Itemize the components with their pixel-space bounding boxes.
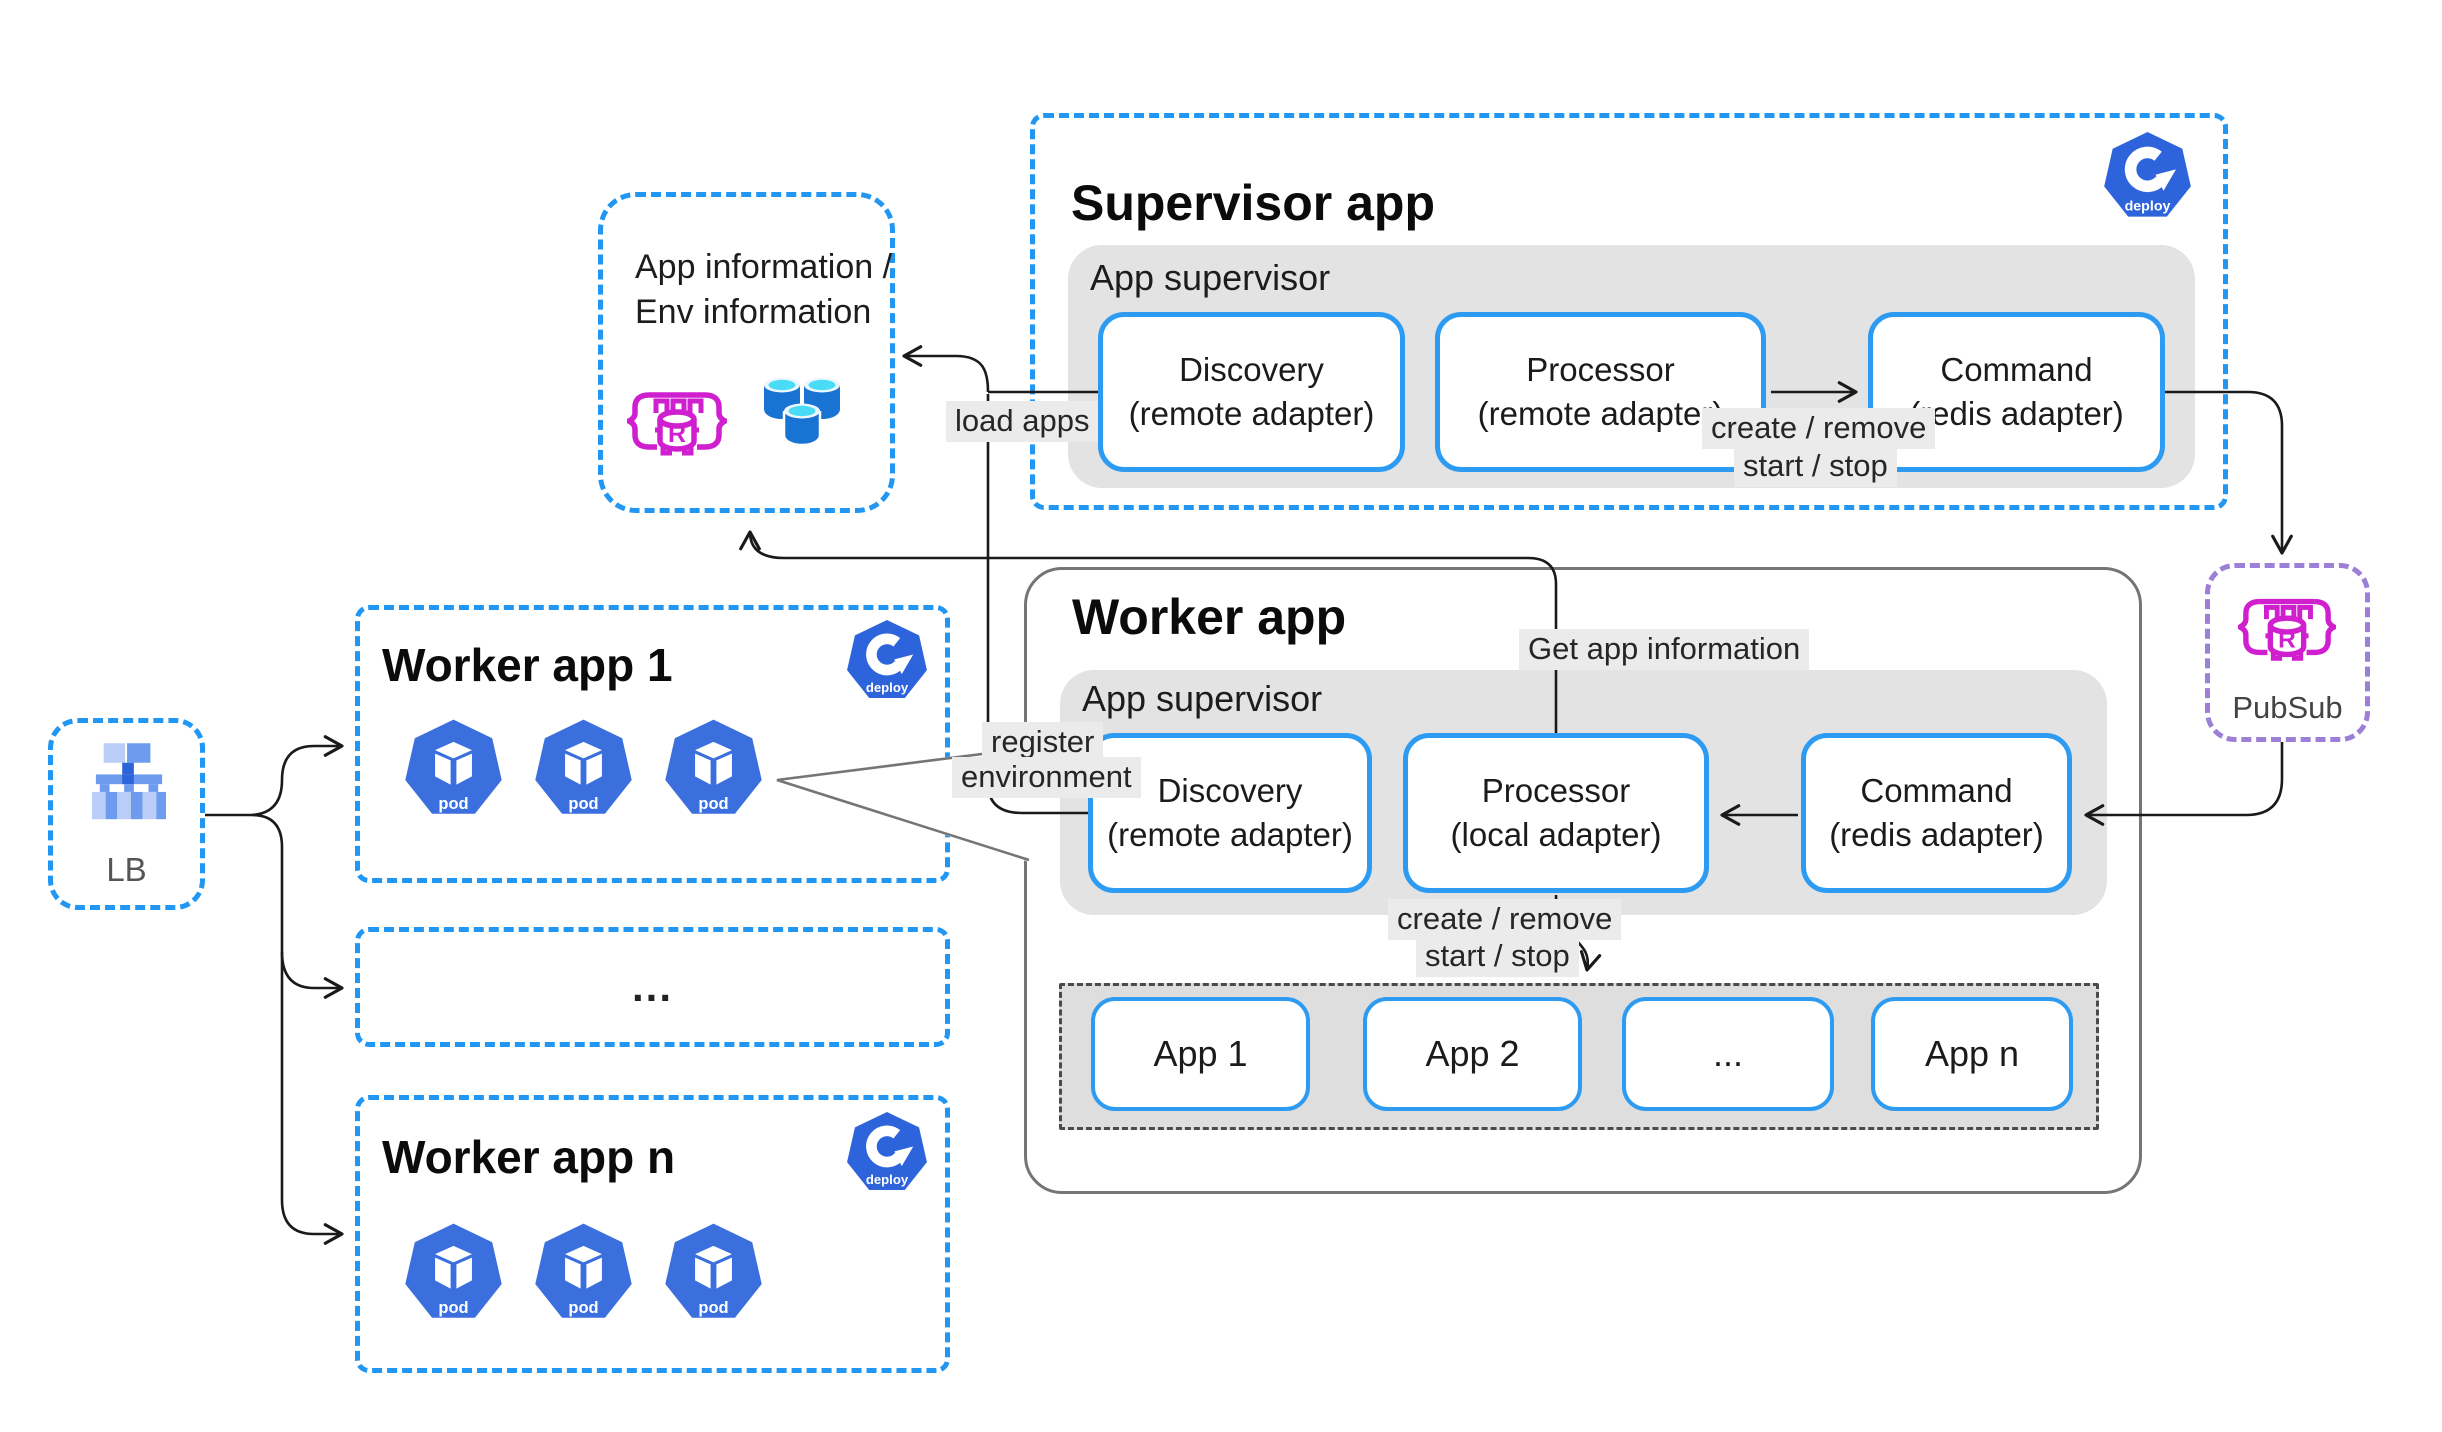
label-load-apps: load apps	[946, 401, 1099, 442]
app-1-label: App 1	[1153, 1033, 1248, 1075]
worker-apps-container: App 1 App 2 ... App n	[1059, 983, 2099, 1130]
redis-pubsub-icon	[2238, 580, 2336, 674]
worker-processor-name: Processor	[1481, 772, 1631, 810]
supervisor-discovery-name: Discovery	[1179, 351, 1324, 389]
svg-text:pod: pod	[438, 1299, 468, 1317]
edge-lb-to-worker-n	[205, 813, 344, 1245]
app-information-line1: App information /	[635, 248, 893, 286]
worker-app-box: Worker app App supervisor Discovery (rem…	[1024, 567, 2142, 1194]
supervisor-command-adapter: (redis adapter)	[1909, 395, 2124, 432]
app-information-line2: Env information	[635, 292, 872, 331]
worker-app-1-title: Worker app 1	[382, 639, 673, 691]
worker-command-name: Command	[1860, 772, 2013, 810]
svg-text:pod: pod	[438, 795, 468, 813]
label-supervisor-create-remove: create / remove	[1702, 408, 1936, 449]
svg-text:deploy: deploy	[2125, 198, 2171, 214]
load-balancer-label: LB	[106, 851, 147, 888]
app-2-label: App 2	[1425, 1033, 1520, 1075]
supervisor-command-name: Command	[1940, 351, 2093, 389]
label-environment: environment	[952, 757, 1141, 798]
app-n-box: App n	[1871, 997, 2073, 1111]
supervisor-discovery-box: Discovery (remote adapter)	[1098, 312, 1405, 472]
label-worker-create-remove: create / remove	[1388, 899, 1622, 940]
worker-ellipsis-label: ...	[631, 963, 673, 1010]
svg-text:pod: pod	[568, 1299, 598, 1317]
worker-command-box: Command (redis adapter)	[1801, 733, 2072, 893]
app-n-label: App n	[1924, 1033, 2020, 1075]
label-get-app-information: Get app information	[1519, 629, 1810, 670]
storage-cylinders-icon	[762, 376, 842, 447]
worker-discovery-name: Discovery	[1157, 772, 1303, 810]
pod-icon: pod	[665, 1223, 762, 1318]
label-supervisor-start-stop: start / stop	[1734, 446, 1897, 487]
svg-text:pod: pod	[698, 795, 728, 813]
app-2-box: App 2	[1363, 997, 1582, 1111]
worker-app-1-box: Worker app 1 deploy pod pod pod	[355, 605, 950, 883]
worker-processor-box: Processor (local adapter)	[1403, 733, 1709, 893]
pod-icon: pod	[535, 719, 632, 814]
worker-app-n-box: Worker app n deploy pod pod pod	[355, 1095, 950, 1373]
worker-discovery-adapter: (remote adapter)	[1107, 816, 1353, 853]
worker-app-ellipsis-box: ...	[355, 927, 950, 1047]
pod-icon: pod	[535, 1223, 632, 1318]
pod-icon: pod	[665, 719, 762, 814]
app-1-box: App 1	[1091, 997, 1310, 1111]
svg-text:pod: pod	[698, 1299, 728, 1317]
edge-lb-to-worker-ellipsis	[280, 951, 344, 999]
app-ellipsis-box: ...	[1622, 997, 1834, 1111]
load-balancer-box: LB	[48, 718, 205, 910]
worker-app-title: Worker app	[1072, 589, 1347, 645]
supervisor-processor-adapter: (remote adapter)	[1477, 395, 1724, 432]
supervisor-discovery-adapter: (remote adapter)	[1128, 395, 1375, 432]
worker-discovery-box: Discovery (remote adapter)	[1088, 733, 1372, 893]
supervisor-app-box: Supervisor app deploy App supervisor Dis…	[1030, 113, 2228, 510]
edge-lb-to-worker-1	[251, 735, 344, 817]
app-information-text: App information / Env information	[635, 245, 892, 335]
pubsub-label: PubSub	[2232, 690, 2343, 725]
worker-section-label: App supervisor	[1082, 678, 1323, 719]
pod-icon: pod	[405, 719, 502, 814]
supervisor-app-title: Supervisor app	[1071, 175, 1435, 231]
svg-text:deploy: deploy	[866, 1172, 909, 1187]
edge-into-app-info-right	[902, 345, 990, 393]
worker-app-n-title: Worker app n	[382, 1131, 676, 1183]
supervisor-app-supervisor-container: App supervisor Discovery (remote adapter…	[1068, 245, 2195, 488]
load-balancer-icon	[92, 743, 166, 820]
worker-processor-adapter: (local adapter)	[1450, 816, 1662, 853]
worker-app-supervisor-container: App supervisor Discovery (remote adapter…	[1060, 670, 2107, 915]
svg-text:deploy: deploy	[866, 680, 909, 695]
pod-icon: pod	[405, 1223, 502, 1318]
deploy-icon: deploy	[2103, 132, 2192, 221]
svg-text:pod: pod	[568, 795, 598, 813]
app-ellipsis-label: ...	[1712, 1033, 1743, 1075]
label-worker-start-stop: start / stop	[1416, 936, 1579, 977]
app-information-box: App information / Env information	[598, 192, 895, 513]
deploy-icon: deploy	[846, 620, 928, 702]
redis-icon	[627, 373, 727, 469]
supervisor-processor-box: Processor (remote adapter)	[1435, 312, 1766, 472]
deploy-icon: deploy	[846, 1112, 928, 1194]
supervisor-processor-name: Processor	[1526, 351, 1675, 389]
pubsub-box: PubSub	[2205, 563, 2370, 742]
worker-command-adapter: (redis adapter)	[1829, 816, 2044, 853]
supervisor-section-label: App supervisor	[1090, 257, 1331, 298]
